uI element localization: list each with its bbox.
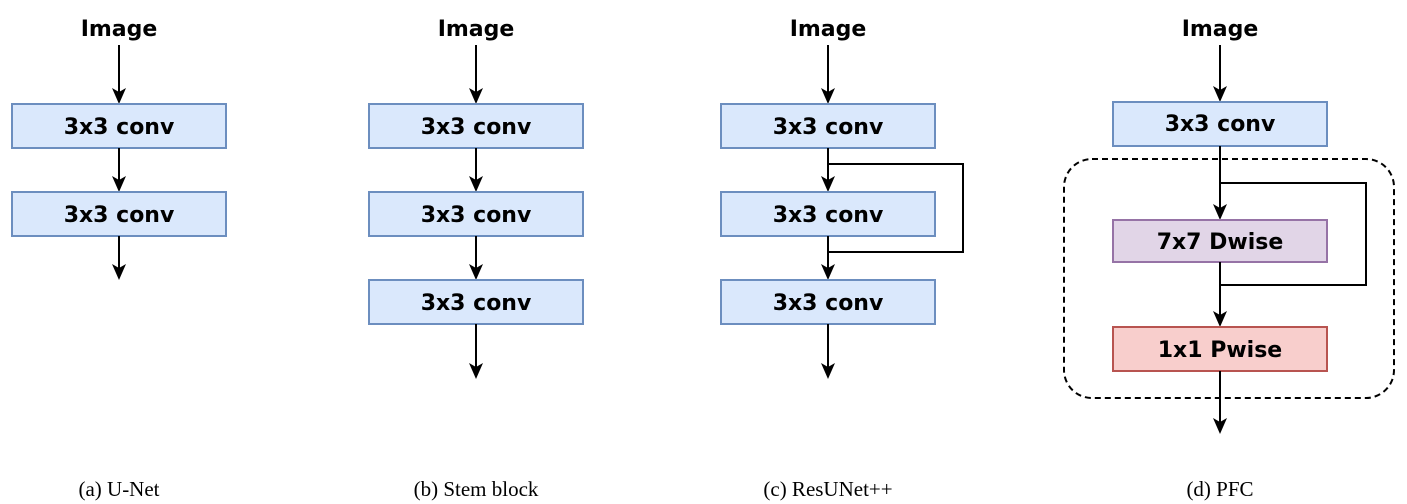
pwise-block: 1x1 Pwise — [1112, 326, 1328, 372]
pwise-block-box — [1112, 326, 1328, 372]
panel-stem-block: Image 3x3 conv 3x3 conv 3x3 conv (b) Ste… — [368, 17, 584, 501]
input-label: Image — [790, 17, 867, 42]
conv-block-box — [368, 191, 584, 237]
pfc-module-boundary — [1063, 158, 1395, 399]
conv-block-label: 3x3 conv — [421, 203, 532, 228]
arrow-head — [469, 264, 483, 280]
conv-block: 3x3 conv — [11, 191, 227, 237]
skip-connection — [1220, 182, 1367, 286]
input-label: Image — [1182, 17, 1259, 42]
conv-block: 3x3 conv — [368, 103, 584, 149]
arrow-head — [469, 176, 483, 192]
caption: (b) Stem block — [414, 477, 539, 501]
conv-block-label: 3x3 conv — [773, 203, 884, 228]
arrow-head — [1213, 311, 1227, 327]
conv-block-box — [1112, 101, 1328, 147]
pwise-block-label: 1x1 Pwise — [1158, 338, 1282, 363]
arrow-head — [1213, 86, 1227, 102]
conv-block: 3x3 conv — [720, 103, 936, 149]
conv-block-box — [720, 279, 936, 325]
caption: (d) PFC — [1186, 477, 1253, 501]
skip-connection — [828, 163, 964, 253]
caption: (a) U-Net — [78, 477, 159, 501]
arrow-head — [112, 176, 126, 192]
conv-block-label: 3x3 conv — [421, 291, 532, 316]
conv-block: 3x3 conv — [720, 191, 936, 237]
arrow-head — [821, 264, 835, 280]
caption: (c) ResUNet++ — [763, 477, 892, 501]
conv-block: 3x3 conv — [720, 279, 936, 325]
dwise-block: 7x7 Dwise — [1112, 219, 1328, 263]
arrow-head — [1213, 418, 1227, 434]
arrow-head — [112, 88, 126, 104]
conv-block-label: 3x3 conv — [421, 115, 532, 140]
dwise-block-box — [1112, 219, 1328, 263]
panel-pfc: Image 3x3 conv 7x7 Dwise 1x1 Pwise (d) P… — [1063, 17, 1395, 501]
arrow-head — [469, 88, 483, 104]
conv-block-box — [368, 103, 584, 149]
panel-unet: Image 3x3 conv 3x3 conv (a) U-Net — [11, 17, 227, 501]
arrow-head — [821, 176, 835, 192]
arrow-head — [1213, 204, 1227, 220]
conv-block-label: 3x3 conv — [773, 115, 884, 140]
conv-block-box — [720, 191, 936, 237]
arrow-head — [821, 363, 835, 379]
arrow-head — [469, 363, 483, 379]
conv-block-box — [11, 103, 227, 149]
panel-resunet: Image 3x3 conv 3x3 conv 3x3 conv (c) Res… — [720, 17, 964, 501]
arrow-head — [821, 88, 835, 104]
conv-block: 3x3 conv — [368, 191, 584, 237]
conv-block-label: 3x3 conv — [64, 203, 175, 228]
conv-block-label: 3x3 conv — [64, 115, 175, 140]
conv-block: 3x3 conv — [11, 103, 227, 149]
conv-block-label: 3x3 conv — [1165, 112, 1276, 137]
conv-block-box — [720, 103, 936, 149]
arrow-head — [112, 264, 126, 280]
conv-block: 3x3 conv — [1112, 101, 1328, 147]
dwise-block-label: 7x7 Dwise — [1157, 230, 1284, 255]
conv-block: 3x3 conv — [368, 279, 584, 325]
input-label: Image — [438, 17, 515, 42]
conv-block-label: 3x3 conv — [773, 291, 884, 316]
input-label: Image — [81, 17, 158, 42]
